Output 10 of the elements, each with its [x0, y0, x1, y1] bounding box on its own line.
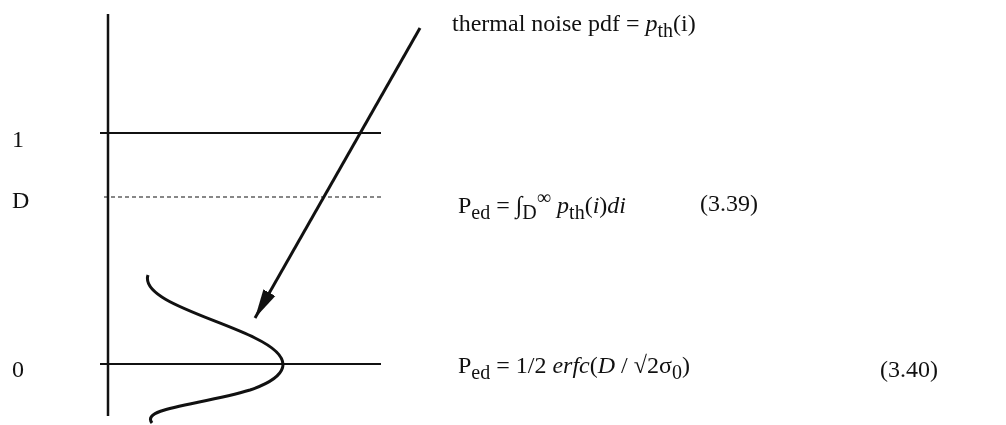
annotation-text: thermal noise pdf = p$_{th}$(i) [452, 10, 696, 41]
equation: P$_{ed}$ = 1/2 erfc(D / √2σ$_{0}$) [458, 352, 690, 383]
axis-label: 0 [12, 356, 24, 383]
arrow [253, 27, 422, 319]
axis-label: D [12, 187, 30, 214]
equation-number: (3.39) [700, 190, 758, 217]
equation: P$_{ed}$ = ∫$_{D}$$^{∞}$ p$_{th}$(i)di [458, 186, 626, 223]
gaussian-curve [146, 274, 285, 424]
equation-number: (3.40) [880, 356, 938, 383]
axis-label: 1 [12, 126, 24, 153]
